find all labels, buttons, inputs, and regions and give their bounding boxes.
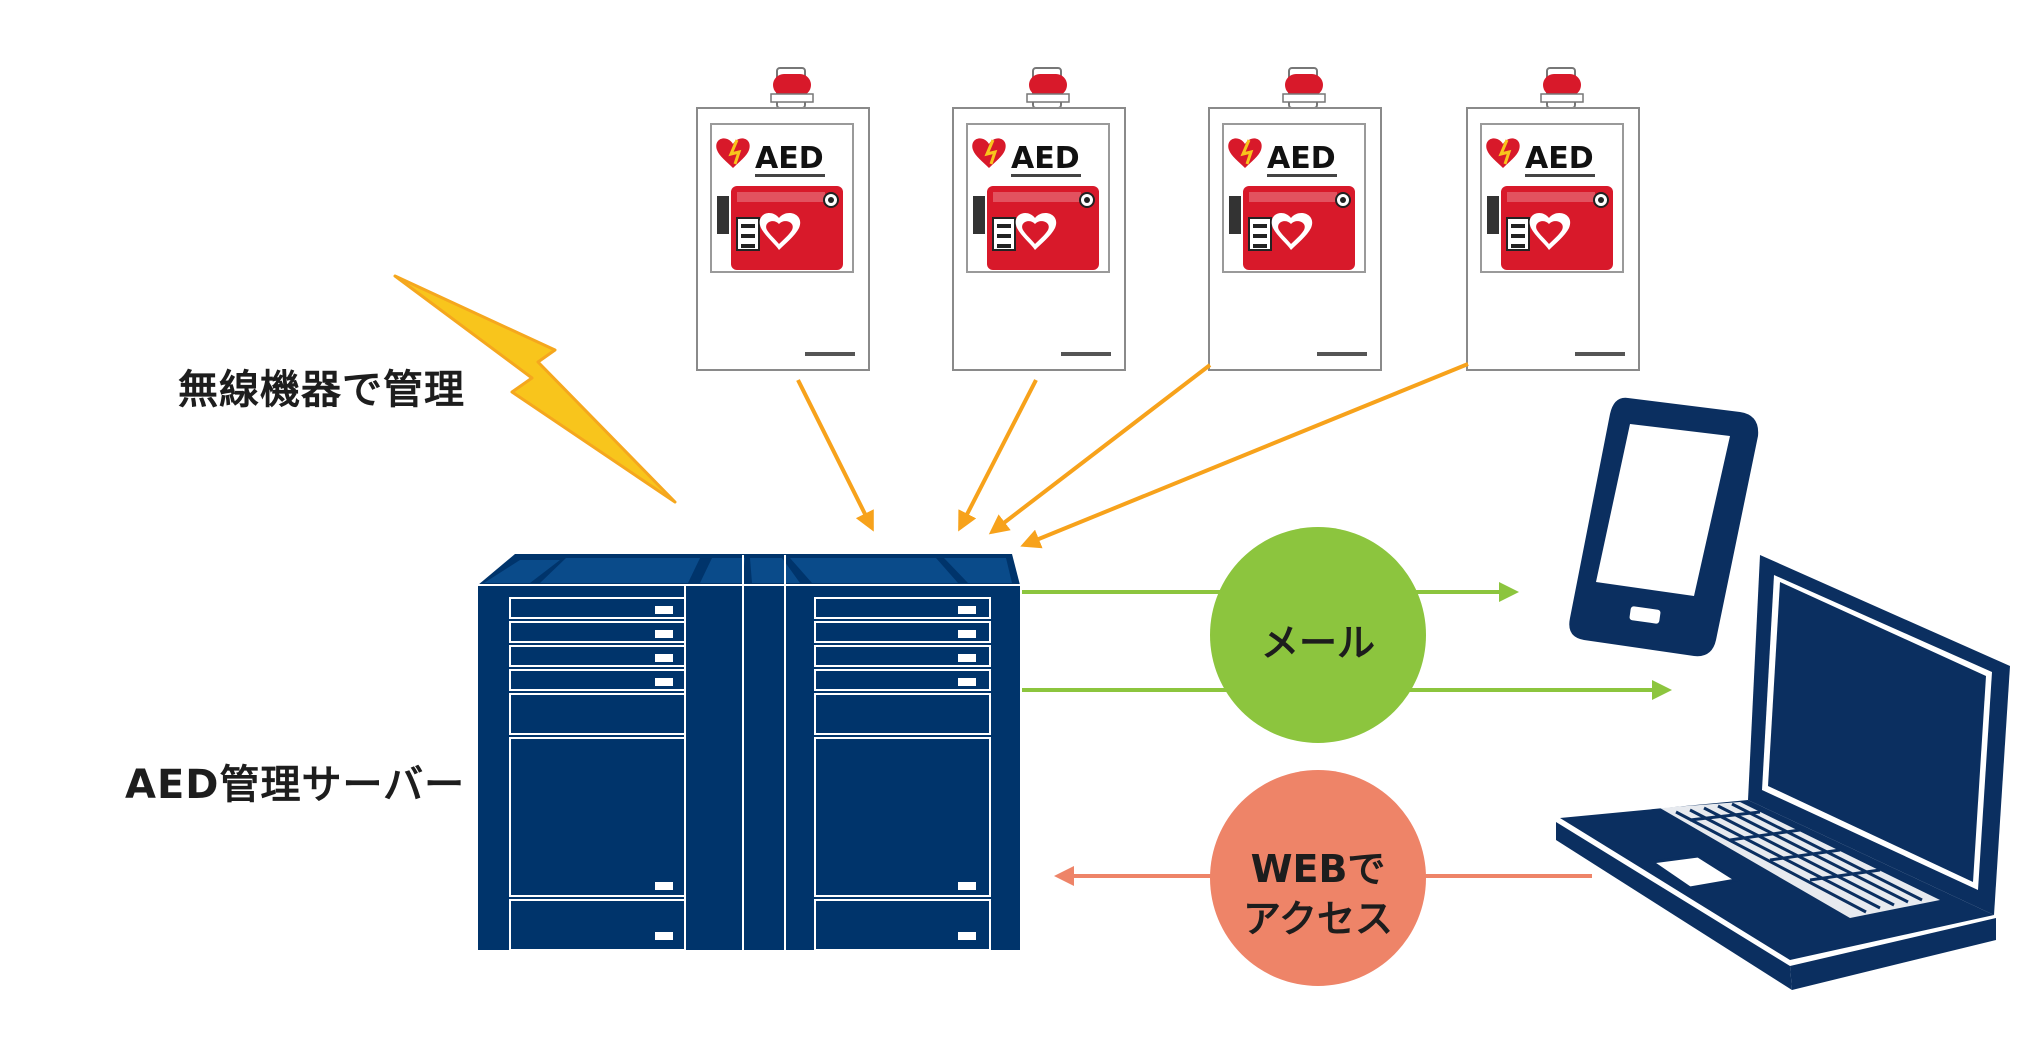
web-access-label-line2: アクセス	[1242, 897, 1394, 941]
mail-circle	[1210, 527, 1426, 743]
signal-arrow-1	[796, 379, 874, 532]
mail-label: メール	[1260, 621, 1375, 665]
aed-management-server	[478, 554, 1020, 951]
web-access-circle	[1210, 770, 1426, 986]
aed-cabinet-1	[695, 66, 871, 372]
signal-arrow-4	[1020, 362, 1469, 549]
web-access-label-line1: WEBで	[1250, 847, 1386, 891]
smartphone-icon	[1569, 397, 1759, 657]
wireless-management-label: 無線機器で管理	[178, 367, 465, 413]
laptop-icon	[1556, 555, 2010, 990]
aed-cabinet-2	[951, 66, 1127, 372]
aed-cabinet-3	[1207, 66, 1383, 372]
signal-arrow-2	[958, 379, 1038, 532]
server-label: AED管理サーバー	[125, 762, 466, 808]
wireless-lightning-icon	[393, 274, 677, 504]
signal-arrow-3	[988, 363, 1212, 535]
aed-cabinet-4	[1465, 66, 1641, 372]
